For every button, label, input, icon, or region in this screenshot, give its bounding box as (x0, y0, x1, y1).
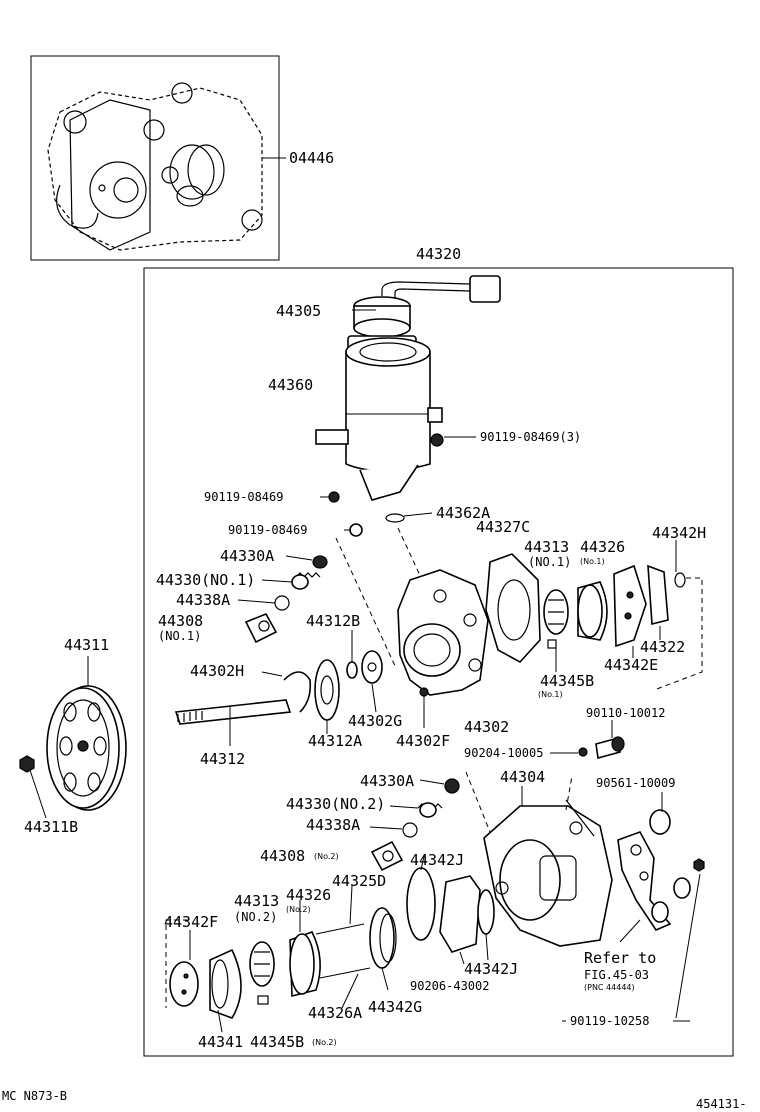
label-44312B: 44312B (306, 612, 360, 630)
label-44312: 44312 (200, 750, 245, 768)
label-90206-43002: 90206-43002 (410, 979, 489, 993)
label-44342H: 44342H (652, 524, 706, 542)
label-90561-10009: 90561-10009 (596, 776, 675, 790)
label-44326-no2: 44326 (286, 886, 331, 904)
label-44308-no1-sub: (NO.1) (158, 629, 201, 643)
reservoir-drawing (315, 275, 501, 501)
label-44338A-2: 44338A (306, 816, 360, 834)
label-44342J-2: 44342J (464, 960, 518, 978)
diagram-code-right: 454131- (696, 1097, 747, 1111)
label-90119-08469-b: 90119-08469 (228, 523, 307, 537)
label-44302: 44302 (464, 718, 509, 736)
label-90119-10258: 90119-10258 (570, 1014, 649, 1028)
label-44345B-2-sub: (No.2) (312, 1038, 337, 1047)
label-44330-no2: 44330(NO.2) (286, 795, 385, 813)
side-plate-1-drawing (613, 564, 686, 648)
label-44345B-1: 44345B (540, 672, 594, 690)
label-44305: 44305 (276, 302, 321, 320)
label-90119-08469-3: 90119-08469(3) (480, 430, 581, 444)
label-44304: 44304 (500, 768, 545, 786)
label-44326A: 44326A (308, 1004, 362, 1022)
label-44326-no2-sub: (No.2) (286, 905, 311, 914)
label-fig-45-03: FIG.45-03 (584, 968, 649, 982)
pulley-drawing (19, 685, 127, 811)
label-44326-no1-sub: (No.1) (580, 557, 605, 566)
pump-housing-drawing (397, 569, 489, 697)
label-44342F: 44342F (164, 913, 218, 931)
bolt-90110-drawing (578, 736, 625, 760)
gasket-kit-drawing (47, 82, 263, 251)
part-labels: 04446 44320 44305 44360 90119-08469(3) 9… (2, 149, 747, 1111)
diagram-code-left: MC N873-B (2, 1089, 67, 1103)
label-44313-no1: 44313 (524, 538, 569, 556)
label-44322: 44322 (640, 638, 685, 656)
cam-ring-rotor-2-drawing (249, 907, 397, 1005)
label-44302G: 44302G (348, 712, 402, 730)
flow-control-valve-2-drawing (370, 778, 460, 872)
label-44338A-1: 44338A (176, 591, 230, 609)
label-44342E: 44342E (604, 656, 658, 674)
gasket-44327C-drawing (485, 553, 541, 664)
label-44362A: 44362A (436, 504, 490, 522)
cam-ring-rotor-1-drawing (543, 581, 608, 649)
shaft-bearing-drawing (174, 650, 383, 725)
label-44330A-1: 44330A (220, 547, 274, 565)
label-90119-08469-a: 90119-08469 (204, 490, 283, 504)
label-44311B: 44311B (24, 818, 78, 836)
gasket-kit-frame (30, 55, 280, 261)
label-44308-no1: 44308 (158, 612, 203, 630)
label-44302H: 44302H (190, 662, 244, 680)
label-44330A-2: 44330A (360, 772, 414, 790)
label-44325D: 44325D (332, 872, 386, 890)
label-44326-no1: 44326 (580, 538, 625, 556)
bolt-90119-drawing (328, 491, 340, 503)
label-44313-no2: 44313 (234, 892, 279, 910)
label-44320: 44320 (416, 245, 461, 263)
pump-assembly-frame (143, 267, 734, 1057)
label-44327C: 44327C (476, 518, 530, 536)
label-44311: 44311 (64, 636, 109, 654)
label-44308-no2: 44308 (260, 847, 305, 865)
label-44312A: 44312A (308, 732, 362, 750)
label-44342J-1: 44342J (410, 851, 464, 869)
rear-housing-drawing (483, 799, 613, 947)
label-44360: 44360 (268, 376, 313, 394)
side-plate-2-drawing (169, 948, 242, 1019)
label-04446: 04446 (289, 149, 334, 167)
washer-drawing (349, 523, 363, 537)
bracket-drawing (617, 809, 705, 931)
label-44345B-1-sub: (No.1) (538, 690, 563, 699)
label-90204-10005: 90204-10005 (464, 746, 543, 760)
o-ring-44342J-drawing (406, 867, 436, 941)
label-refer-to: Refer to (584, 949, 656, 967)
label-90110-10012: 90110-10012 (586, 706, 665, 720)
label-44308-no2-sub: (No.2) (314, 852, 339, 861)
gasket-90206-drawing (439, 875, 481, 953)
label-44313-no2-sub: (NO.2) (234, 910, 277, 924)
label-44330-no1: 44330(NO.1) (156, 571, 255, 589)
label-44302F: 44302F (396, 732, 450, 750)
label-44341: 44341 (198, 1033, 243, 1051)
label-pnc-44444: (PNC 44444) (584, 983, 635, 992)
label-44345B-2: 44345B (250, 1033, 304, 1051)
label-44342G: 44342G (368, 998, 422, 1016)
label-44313-no1-sub: (NO.1) (528, 555, 571, 569)
